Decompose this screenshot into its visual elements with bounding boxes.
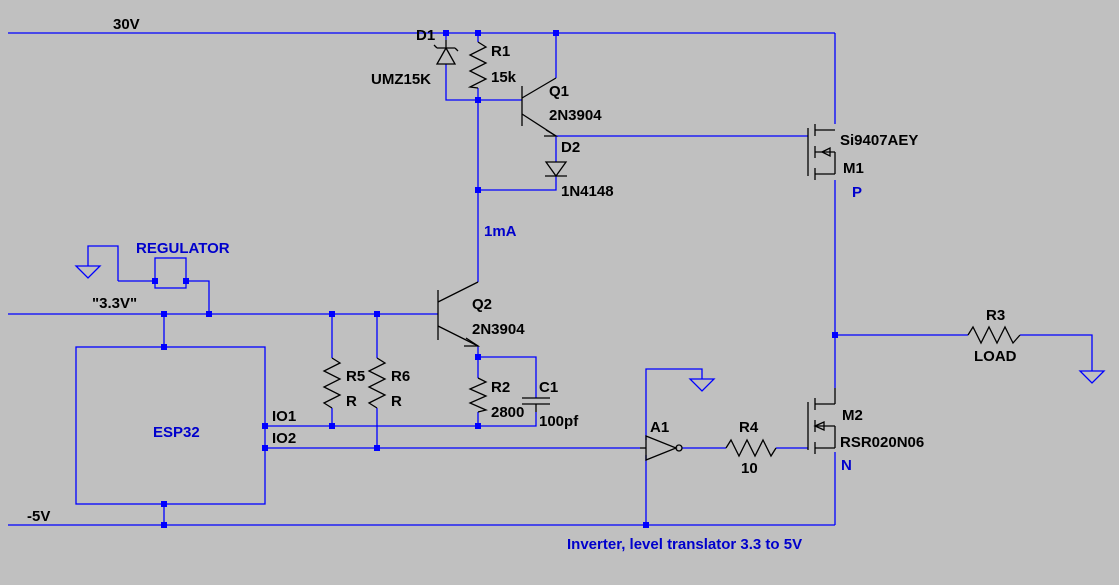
mosfet-m1[interactable] <box>807 124 836 180</box>
r5-value: R <box>346 393 357 410</box>
net-label-io1: IO1 <box>272 408 296 425</box>
ground-icon <box>1078 370 1106 384</box>
r2-ref: R2 <box>491 379 510 396</box>
resistor-r1[interactable] <box>467 41 488 89</box>
r3-value: LOAD <box>974 348 1017 365</box>
ground-icon <box>74 265 102 279</box>
r4-value: 10 <box>741 460 758 477</box>
q2-value: 2N3904 <box>472 321 525 338</box>
resistor-r3[interactable] <box>967 325 1021 345</box>
d1-ref: D1 <box>416 27 435 44</box>
net-label-neg5v: -5V <box>27 508 50 525</box>
m1-value: Si9407AEY <box>840 132 918 149</box>
q2-ref: Q2 <box>472 296 492 313</box>
resistor-r2[interactable] <box>468 377 489 413</box>
transistor-q2[interactable] <box>437 281 481 347</box>
inverter-a1[interactable] <box>640 435 683 461</box>
r2-value: 2800 <box>491 404 524 421</box>
a1-ref: A1 <box>650 419 669 436</box>
ground-icon <box>688 378 716 392</box>
inverter-annotation: Inverter, level translator 3.3 to 5V <box>567 536 802 553</box>
net-label-30v: 30V <box>113 16 140 33</box>
current-label: 1mA <box>484 223 517 240</box>
regulator-label: REGULATOR <box>136 240 230 257</box>
resistor-r5[interactable] <box>322 357 342 409</box>
labels: 30V -5V "3.3V" IO1 IO2 D1 UMZ15K R1 15k … <box>27 16 1017 553</box>
net-label-io2: IO2 <box>272 430 296 447</box>
d2-ref: D2 <box>561 139 580 156</box>
resistor-r6[interactable] <box>367 357 387 409</box>
junctions <box>152 30 838 528</box>
transistor-q1[interactable] <box>521 77 559 137</box>
zener-diode-d1[interactable] <box>433 40 459 65</box>
r5-ref: R5 <box>346 368 365 385</box>
mosfet-m2[interactable] <box>807 388 836 454</box>
r4-ref: R4 <box>739 419 759 436</box>
r6-ref: R6 <box>391 368 410 385</box>
q1-ref: Q1 <box>549 83 569 100</box>
regulator-block[interactable] <box>154 257 187 289</box>
d2-value: 1N4148 <box>561 183 614 200</box>
net-label-3v3: "3.3V" <box>92 295 137 312</box>
esp32-label: ESP32 <box>153 424 200 441</box>
d1-value: UMZ15K <box>371 71 431 88</box>
net-label-n: N <box>841 457 852 474</box>
m2-value: RSR020N06 <box>840 434 924 451</box>
q1-value: 2N3904 <box>549 107 602 124</box>
r1-ref: R1 <box>491 43 510 60</box>
diode-d2[interactable] <box>544 161 568 178</box>
r6-value: R <box>391 393 402 410</box>
net-label-p: P <box>852 184 862 201</box>
m2-ref: M2 <box>842 407 863 424</box>
c1-value: 100pf <box>539 413 579 430</box>
c1-ref: C1 <box>539 379 558 396</box>
resistor-r4[interactable] <box>725 438 777 458</box>
r3-ref: R3 <box>986 307 1005 324</box>
esp32-block[interactable] <box>75 346 266 505</box>
m1-ref: M1 <box>843 160 864 177</box>
r1-value: 15k <box>491 69 517 86</box>
capacitor-c1[interactable] <box>522 397 550 412</box>
